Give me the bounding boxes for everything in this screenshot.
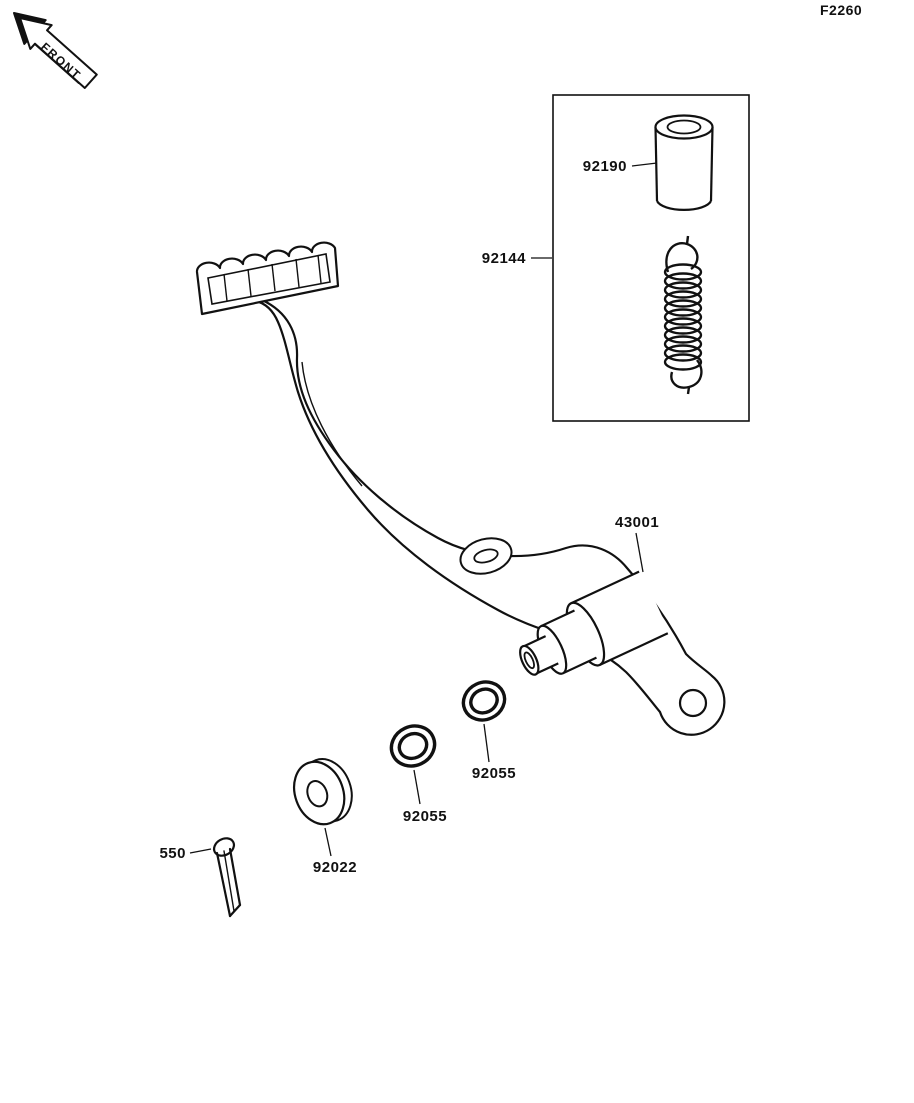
oring-upper-part [461, 680, 507, 722]
collar-part [654, 114, 714, 212]
front-arrow-body [19, 17, 98, 89]
leader-lines [189, 162, 658, 857]
pedal-tab [459, 537, 513, 575]
kit-box [552, 94, 750, 422]
label-oring-lower: 92055 [403, 808, 447, 825]
figure-code: F2260 [820, 2, 862, 18]
spring-part [663, 235, 703, 395]
oring-lower-part [389, 724, 437, 768]
cotter-pin-part [212, 837, 242, 918]
leader-line-oring-lower [413, 769, 421, 805]
label-oring-upper: 92055 [472, 765, 516, 782]
label-kit: 92144 [482, 250, 526, 267]
leader-line-oring-upper [483, 723, 490, 763]
pedal-rib-line [301, 361, 363, 487]
pedal-foot-peg [195, 241, 340, 316]
label-washer: 92022 [313, 859, 357, 876]
brake-pedal-part [195, 241, 726, 736]
label-collar: 92190 [583, 158, 627, 175]
front-arrow: FRONT [13, 12, 98, 89]
leader-line-collar [631, 162, 658, 167]
leader-line-washer [324, 827, 332, 857]
leader-line-pin [189, 848, 212, 854]
leader-line-pedal [635, 532, 644, 573]
washer-part [293, 758, 353, 826]
pedal-end-hole [678, 688, 708, 718]
label-pin: 550 [159, 845, 186, 862]
pedal-pivot-boss [519, 570, 670, 676]
label-pedal: 43001 [615, 514, 659, 531]
